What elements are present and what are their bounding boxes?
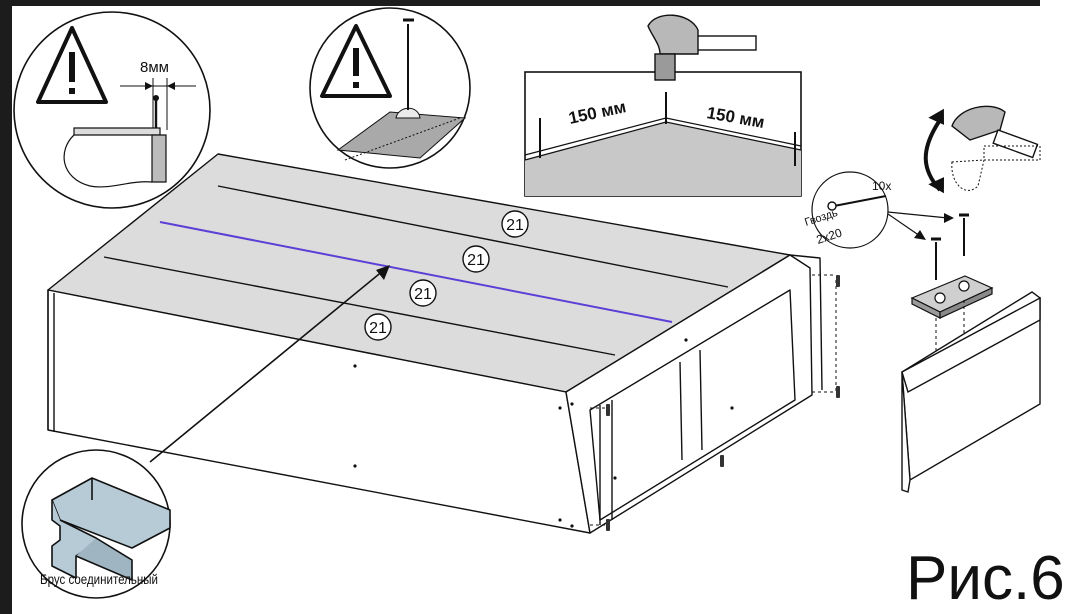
gap-label: 8мм <box>140 59 169 76</box>
part-badge: 21 <box>409 279 437 307</box>
part-number: 21 <box>467 252 485 269</box>
inset-connector-profile: Брус соединительный <box>21 449 171 599</box>
part-number: 21 <box>506 217 524 234</box>
hammer-icon <box>951 105 1039 159</box>
inset-gap-warning: 8мм <box>13 11 211 209</box>
hammer-ghost-icon <box>951 145 1041 191</box>
part-number: 21 <box>369 320 387 337</box>
hammer-icon <box>647 14 757 81</box>
inset-nail-warning <box>309 7 471 169</box>
part-badge: 21 <box>501 210 529 238</box>
cabinet-box <box>47 153 823 534</box>
part-number: 21 <box>414 286 432 303</box>
figure-label: Рис.6 <box>906 544 1065 613</box>
connector-clip <box>910 275 994 319</box>
nail-count: 10x <box>872 179 891 193</box>
side-opening <box>589 289 796 521</box>
dowel-guides <box>590 274 837 526</box>
inset-clip-nailing: 10x Гвоздь 2x20 <box>803 105 1041 493</box>
part-badge: 21 <box>364 313 392 341</box>
dowels <box>606 275 840 531</box>
board-block <box>901 291 1041 493</box>
connector-profile-icon <box>51 477 171 581</box>
assembly-diagram: 21 21 21 21 8мм <box>13 7 1041 599</box>
connector-arrow <box>149 265 390 463</box>
part-badge: 21 <box>462 245 490 273</box>
hole-markers <box>353 338 734 528</box>
part-labels: 21 21 21 21 <box>364 210 529 341</box>
connector-label: Брус соединительный <box>40 571 158 587</box>
inset-nail-spacing: 150 мм 150 мм <box>524 14 802 197</box>
